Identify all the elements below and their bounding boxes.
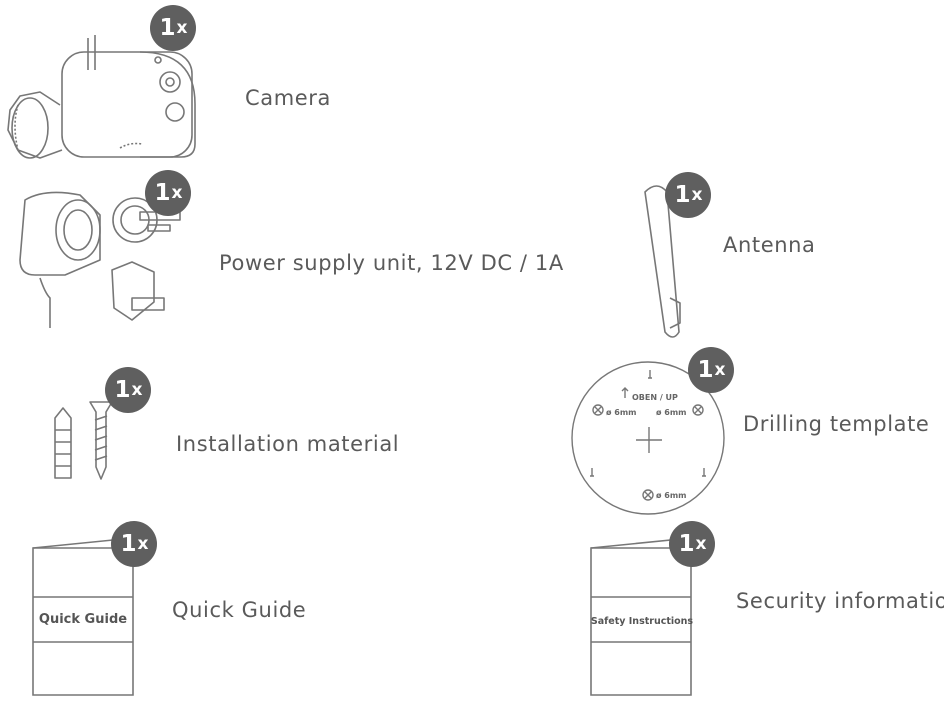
qty-unit: x xyxy=(171,183,183,203)
qty-unit: x xyxy=(714,360,726,380)
power-supply-label: Power supply unit, 12V DC / 1A xyxy=(219,251,564,275)
qty: 1 xyxy=(678,531,695,557)
qty: 1 xyxy=(674,182,691,208)
qty: 1 xyxy=(114,377,131,403)
antenna-label: Antenna xyxy=(723,233,816,257)
qty: 1 xyxy=(154,180,171,206)
qty: 1 xyxy=(120,531,137,557)
qty-unit: x xyxy=(137,534,149,554)
qty: 1 xyxy=(159,15,176,41)
camera-label: Camera xyxy=(245,86,332,110)
security-information-label: Security information xyxy=(736,589,944,613)
template-up-text: OBEN / UP xyxy=(632,393,678,402)
drilling-template-illustration: OBEN / UP ø 6mm ø 6mm ø 6mm xyxy=(571,361,725,515)
quick-guide-label: Quick Guide xyxy=(172,598,307,622)
drilling-template-label: Drilling template xyxy=(743,412,930,436)
qty-unit: x xyxy=(176,18,188,38)
camera-illustration xyxy=(7,35,196,159)
qty-unit: x xyxy=(131,380,143,400)
template-hole-text-bottom: ø 6mm xyxy=(656,491,687,500)
qty: 1 xyxy=(697,357,714,383)
quick-guide-cover-title: Quick Guide xyxy=(39,612,127,627)
template-hole-text-left: ø 6mm xyxy=(606,408,637,417)
qty-unit: x xyxy=(695,534,707,554)
antenna-illustration xyxy=(644,185,681,338)
qty-unit: x xyxy=(691,185,703,205)
template-hole-text-right: ø 6mm xyxy=(656,408,687,417)
installation-material-label: Installation material xyxy=(176,432,400,456)
safety-instructions-cover-title: Safety Instructions xyxy=(591,616,694,627)
power-supply-illustration xyxy=(19,191,181,328)
